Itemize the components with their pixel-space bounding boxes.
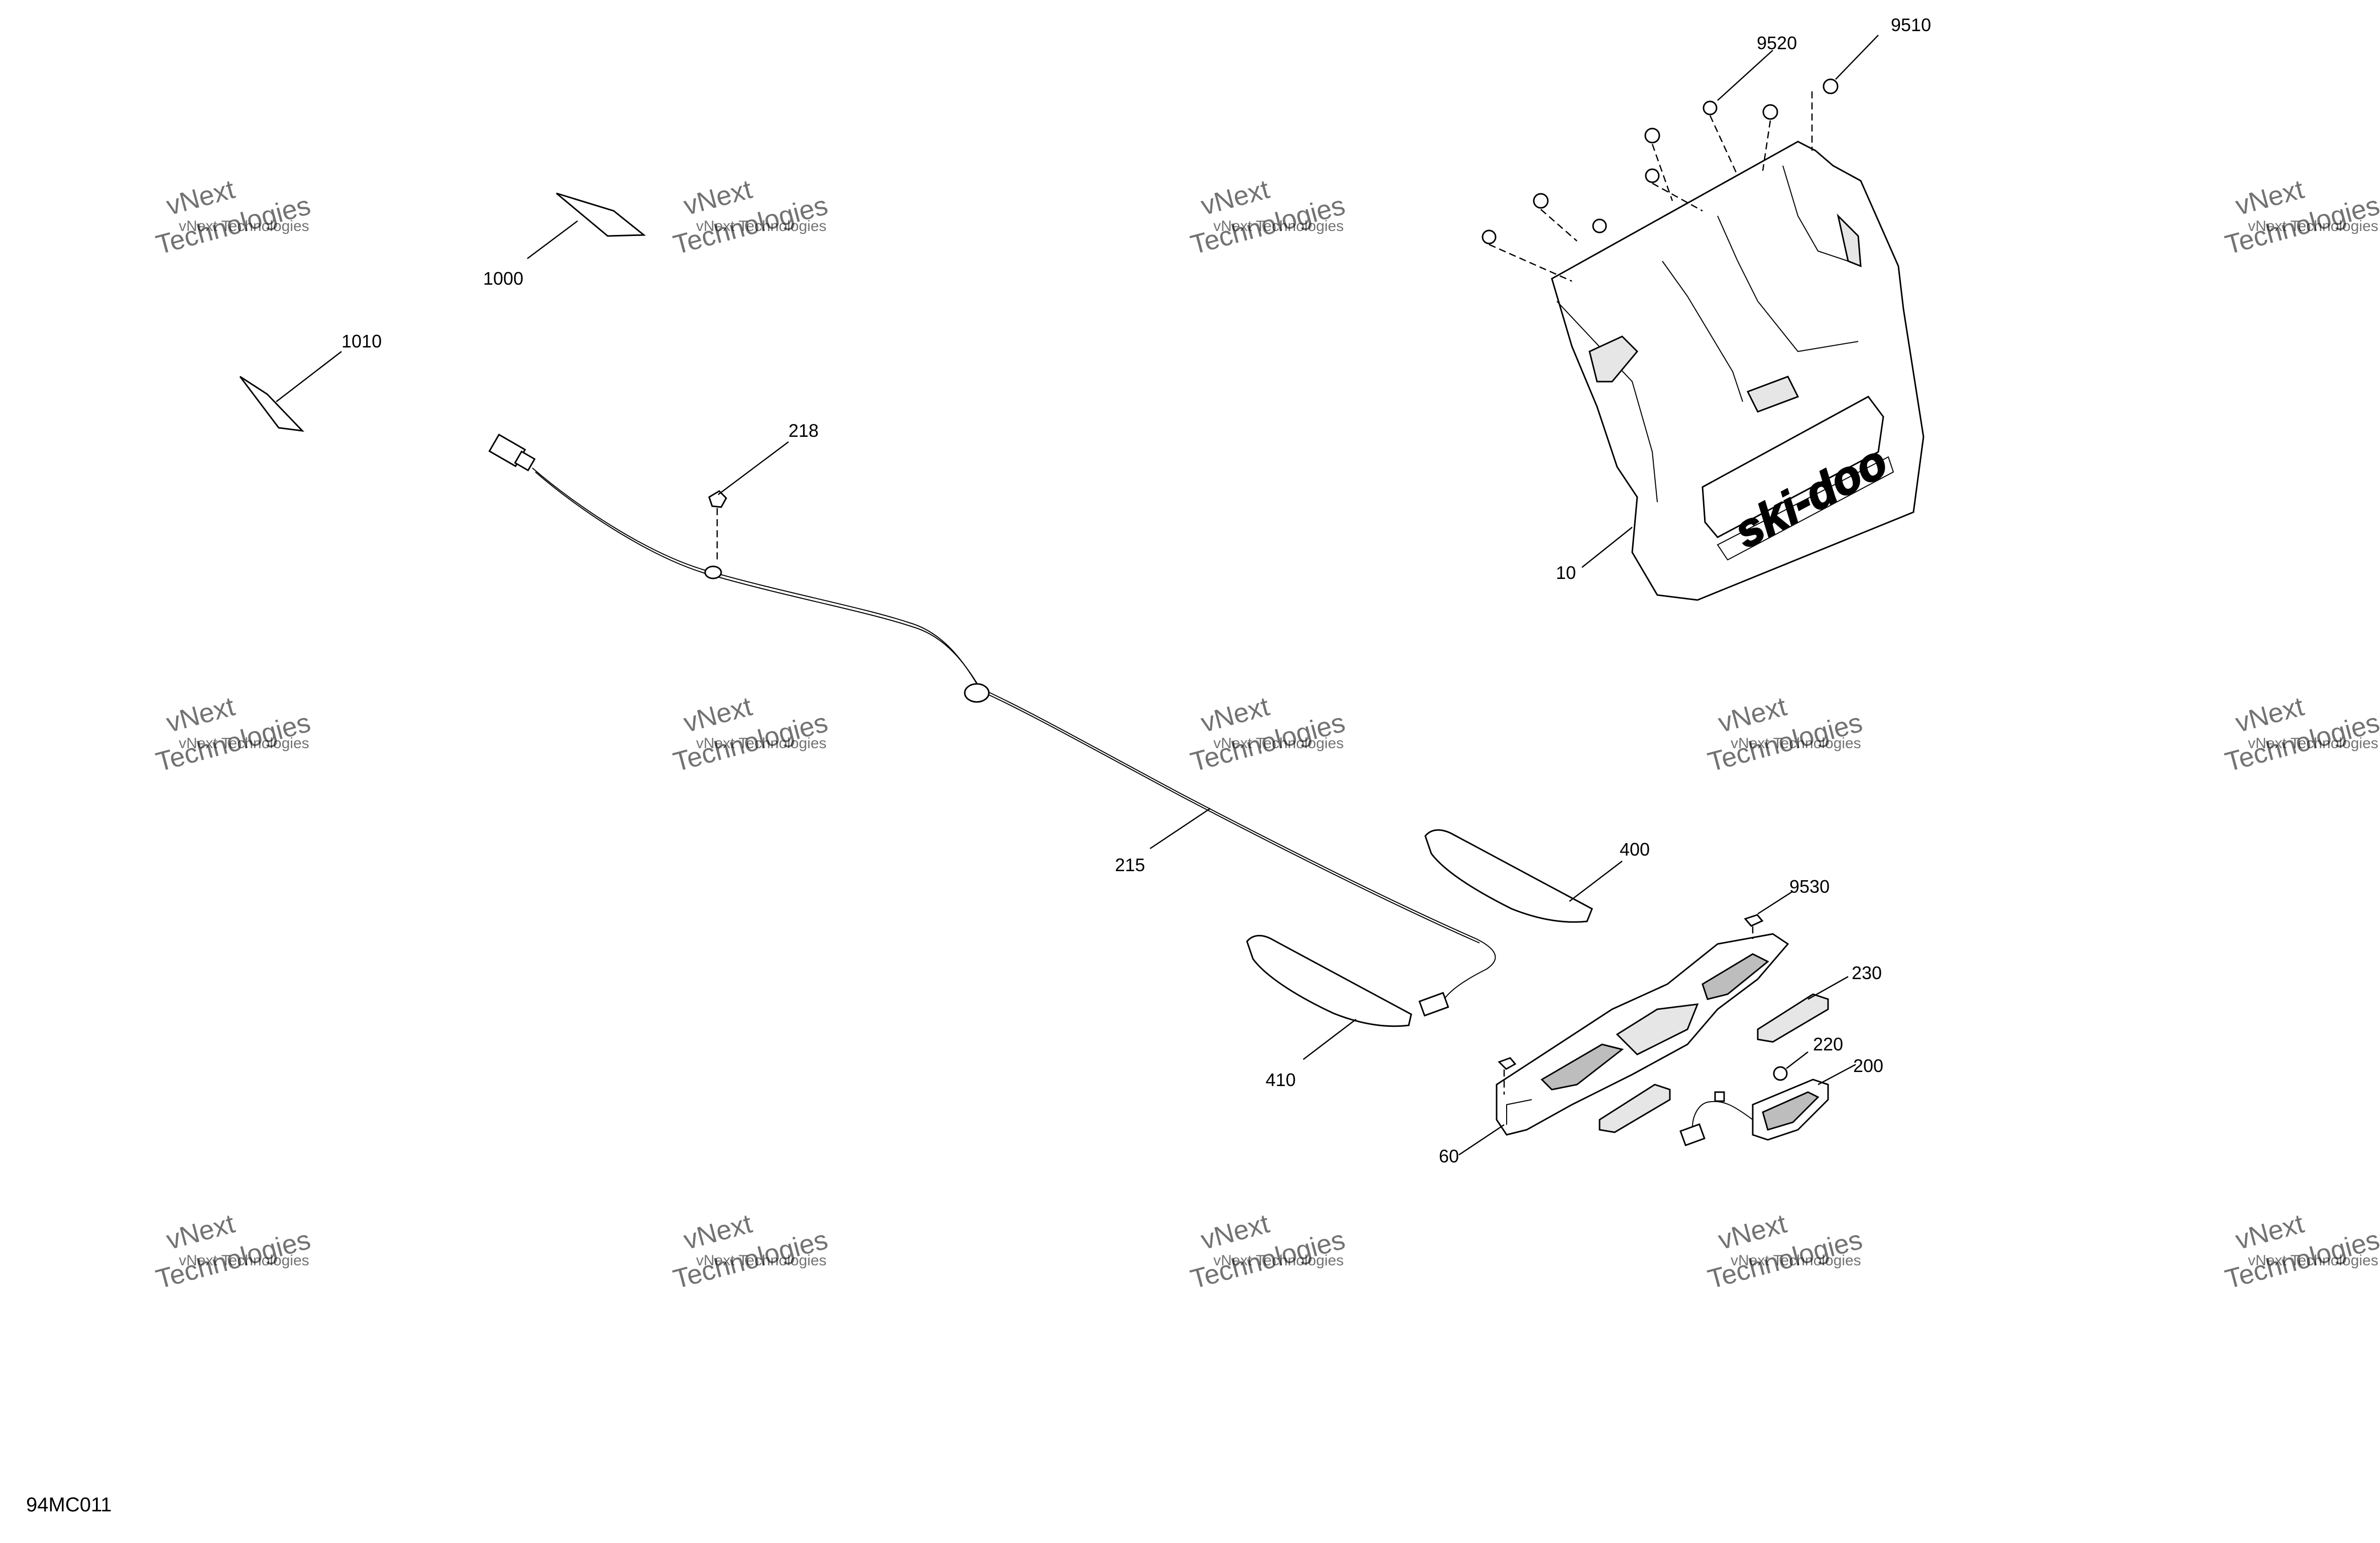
callout-215: 215	[1115, 855, 1145, 875]
callout-9520: 9520	[1757, 33, 1797, 53]
callout-9530: 9530	[1789, 876, 1830, 897]
callout-410: 410	[1266, 1070, 1296, 1090]
watermark-text: vNext Technologies	[1213, 218, 1344, 234]
watermark-text: vNext Technologies	[2248, 1252, 2378, 1269]
watermark-text: vNext Technologies	[696, 735, 827, 752]
callout-9510: 9510	[1891, 15, 1931, 35]
callout-218: 218	[788, 420, 819, 441]
callout-230: 230	[1852, 963, 1882, 983]
watermark-text: vNext Technologies	[2248, 218, 2378, 234]
nut-9510	[1533, 35, 1879, 242]
callout-400: 400	[1620, 839, 1650, 860]
watermark-text: vNext Technologies	[2248, 735, 2378, 752]
callout-1000: 1000	[483, 268, 523, 289]
callout-200: 200	[1853, 1055, 1883, 1076]
connector-220	[1773, 1051, 1808, 1081]
decal-1010	[239, 351, 342, 432]
clip-218	[708, 441, 789, 562]
watermark-text: vNext Technologies	[179, 1252, 309, 1269]
watermark-text: vNext Technologies	[696, 1252, 827, 1269]
callout-60: 60	[1439, 1146, 1459, 1166]
figure-reference: 94MC011	[26, 1494, 111, 1516]
callout-10: 10	[1556, 562, 1576, 583]
decal-1000	[527, 192, 646, 259]
light-housing-60	[1458, 933, 1789, 1156]
watermark-text: vNext Technologies	[696, 218, 827, 234]
screw-9530	[1744, 890, 1793, 939]
screw-9520	[1482, 50, 1773, 282]
watermark-text: vNext Technologies	[1213, 1252, 1344, 1269]
reflector-410	[1246, 934, 1412, 1060]
watermark-text: vNext Technologies	[179, 735, 309, 752]
light-assembly-200	[1679, 1063, 1856, 1146]
reflector-400	[1424, 829, 1623, 923]
rear-flap-10: ski-doo	[1551, 141, 1924, 601]
callout-1010: 1010	[342, 331, 382, 351]
callout-220: 220	[1813, 1034, 1843, 1054]
watermark-text: vNext Technologies	[1731, 735, 1861, 752]
wiring-harness-215	[488, 433, 1496, 1017]
watermark-text: vNext Technologies	[1731, 1252, 1861, 1269]
watermark-text: vNext Technologies	[179, 218, 309, 234]
watermark-text: vNext Technologies	[1213, 735, 1344, 752]
lens-230	[1599, 976, 1849, 1133]
